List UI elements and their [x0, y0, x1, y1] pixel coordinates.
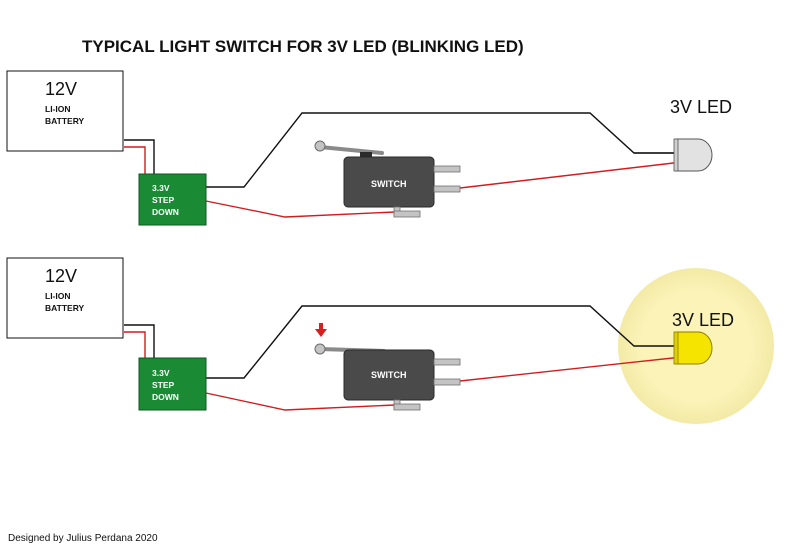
switch-body	[343, 156, 435, 208]
battery-voltage: 12V	[45, 266, 77, 286]
stepdown-module: 3.3V STEP DOWN	[138, 173, 207, 226]
switch-plunger	[360, 152, 372, 159]
led-negative-wire	[206, 305, 676, 379]
switch-label: SWITCH	[371, 370, 407, 380]
microswitch: SWITCH	[314, 140, 461, 218]
battery-box: 12V LI-ION BATTERY	[6, 70, 124, 152]
switch-terminal-bottom	[393, 403, 421, 411]
stepdown-label-line3: DOWN	[152, 392, 179, 402]
battery-type: LI-ION	[45, 104, 71, 114]
switch-input-wire	[205, 392, 396, 411]
stepdown-label-line2: STEP	[152, 195, 175, 205]
battery-negative-wire	[124, 139, 155, 174]
led-negative-wire	[206, 112, 676, 188]
led-positive-wire	[459, 356, 683, 382]
down-arrow-icon	[315, 323, 327, 337]
battery-positive-wire	[124, 146, 146, 174]
wires-panel-on	[124, 305, 683, 411]
stepdown-label-line2: STEP	[152, 380, 175, 390]
switch-terminal-middle	[433, 185, 461, 193]
battery-voltage: 12V	[45, 79, 77, 99]
stepdown-voltage: 3.3V	[152, 368, 170, 378]
switch-lever	[318, 145, 384, 155]
diagram-title: TYPICAL LIGHT SWITCH FOR 3V LED (BLINKIN…	[82, 37, 524, 56]
battery-label: BATTERY	[45, 303, 85, 313]
switch-terminal-top	[433, 358, 461, 366]
switch-roller	[314, 140, 326, 152]
switch-label: SWITCH	[371, 179, 407, 189]
battery-negative-wire	[124, 324, 155, 358]
led-bulb	[675, 331, 713, 365]
led-positive-wire	[459, 161, 683, 189]
circuit-panel-on: 12V LI-ION BATTERY 3.3V STEP DOWN SWITCH	[6, 257, 774, 424]
designer-credit: Designed by Julius Perdana 2020	[8, 533, 158, 544]
switch-body	[343, 349, 435, 401]
stepdown-voltage: 3.3V	[152, 183, 170, 193]
stepdown-label-line3: DOWN	[152, 207, 179, 217]
led-off: 3V LED	[634, 97, 732, 172]
battery-label: BATTERY	[45, 116, 85, 126]
led-label: 3V LED	[672, 310, 734, 330]
circuit-panel-off: 12V LI-ION BATTERY 3.3V STEP DOWN SWITCH	[6, 70, 732, 226]
battery-type: LI-ION	[45, 291, 71, 301]
switch-roller	[314, 343, 326, 355]
led-label: 3V LED	[670, 97, 732, 117]
stepdown-module: 3.3V STEP DOWN	[138, 357, 207, 411]
switch-terminal-top	[433, 165, 461, 173]
switch-terminal-bottom	[393, 210, 421, 218]
battery-box: 12V LI-ION BATTERY	[6, 257, 124, 339]
switch-input-wire	[205, 200, 396, 218]
led-bulb	[675, 138, 713, 172]
wires-panel-off	[124, 112, 683, 218]
battery-positive-wire	[124, 331, 146, 358]
led-on: 3V LED	[672, 310, 734, 365]
microswitch: SWITCH	[314, 343, 461, 411]
switch-terminal-middle	[433, 378, 461, 386]
